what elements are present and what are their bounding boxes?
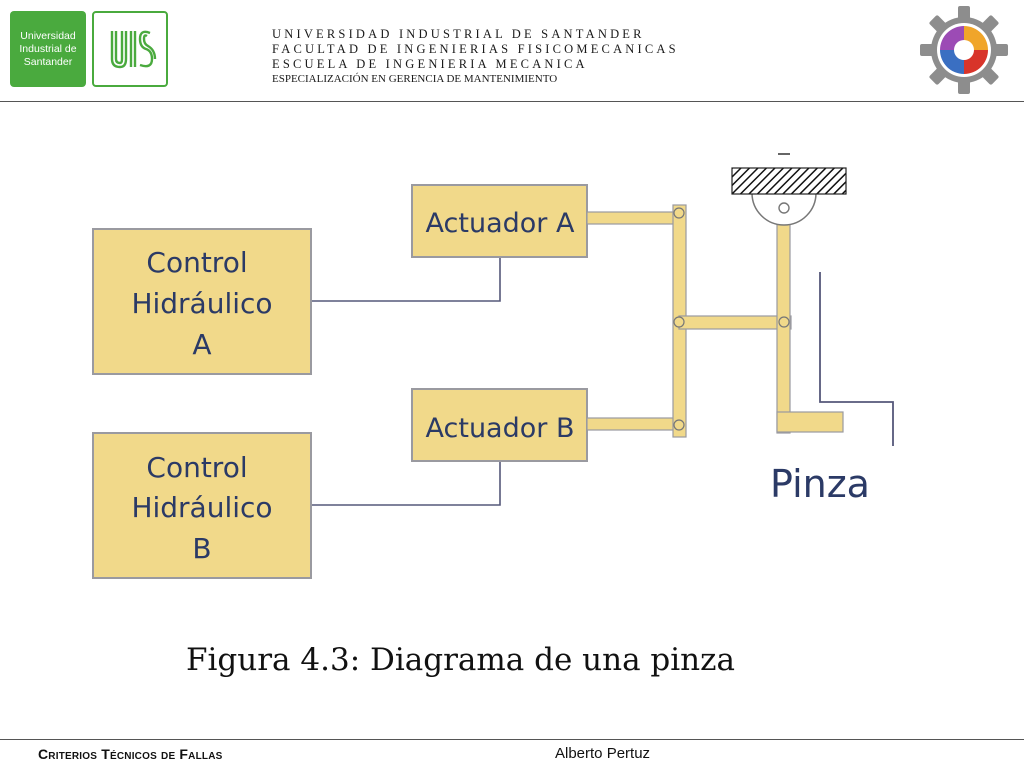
control-b-line-2: Hidráulico bbox=[131, 491, 272, 524]
pivot-joint-3 bbox=[673, 419, 685, 431]
header-divider bbox=[0, 101, 1024, 102]
pivot-joint-1 bbox=[673, 207, 685, 219]
gripper-diagram: Control Hidráulico A Control Hidráulico … bbox=[92, 153, 894, 579]
figure-caption: Figura 4.3: Diagrama de una pinza bbox=[186, 642, 735, 678]
control-a-line-3: A bbox=[192, 328, 211, 361]
connector-control-b-actuator-b bbox=[311, 461, 501, 506]
linkage-mechanism bbox=[586, 204, 844, 438]
gripper-jaw bbox=[776, 411, 844, 433]
footer-course-title: Criterios Técnicos de Fallas bbox=[38, 746, 223, 762]
fixed-support bbox=[731, 153, 847, 226]
control-a-line-1: Control bbox=[146, 246, 247, 279]
control-a-line-2: Hidráulico bbox=[131, 287, 272, 320]
logo-line-2: Industrial de bbox=[19, 42, 77, 55]
control-box-b: Control Hidráulico B bbox=[92, 432, 312, 579]
workpiece-outline bbox=[819, 272, 894, 446]
control-box-a: Control Hidráulico A bbox=[92, 228, 312, 375]
control-b-line-1: Control bbox=[146, 451, 247, 484]
pivot-joint-2 bbox=[673, 316, 685, 328]
gripper-label: Pinza bbox=[770, 462, 870, 506]
piston-rod-b bbox=[586, 417, 680, 431]
header-text-block: UNIVERSIDAD INDUSTRIAL DE SANTANDER FACU… bbox=[272, 27, 679, 86]
logo-line-1: Universidad bbox=[20, 29, 76, 42]
logo-line-3: Santander bbox=[23, 55, 73, 68]
connector-control-a-actuator-a bbox=[311, 257, 501, 302]
pivot-joint-4 bbox=[778, 316, 790, 328]
header-faculty: FACULTAD DE INGENIERIAS FISICOMECANICAS bbox=[272, 42, 679, 56]
actuator-b-label: Actuador B bbox=[426, 413, 575, 444]
header-school: ESCUELA DE INGENIERIA MECANICA bbox=[272, 57, 588, 71]
hatched-ground bbox=[731, 167, 847, 195]
actuator-a-label: Actuador A bbox=[426, 208, 575, 239]
footer-divider bbox=[0, 739, 1024, 740]
university-logo: Universidad Industrial de Santander bbox=[10, 11, 86, 87]
actuator-box-a: Actuador A bbox=[411, 184, 588, 258]
support-pivot bbox=[778, 202, 790, 214]
piston-rod-a bbox=[586, 211, 680, 225]
footer-author: Alberto Pertuz bbox=[555, 745, 651, 762]
header-university: UNIVERSIDAD INDUSTRIAL DE SANTANDER bbox=[272, 27, 645, 41]
header-specialization: ESPECIALIZACIÓN EN GERENCIA DE MANTENIMI… bbox=[272, 73, 558, 85]
pivot-joints bbox=[673, 207, 790, 431]
uis-monogram-icon bbox=[110, 30, 157, 69]
horizontal-link bbox=[678, 315, 792, 330]
gear-logo-icon bbox=[920, 6, 1008, 94]
uis-monogram-logo bbox=[92, 11, 168, 87]
control-b-line-3: B bbox=[192, 532, 211, 565]
actuator-box-b: Actuador B bbox=[411, 388, 588, 462]
